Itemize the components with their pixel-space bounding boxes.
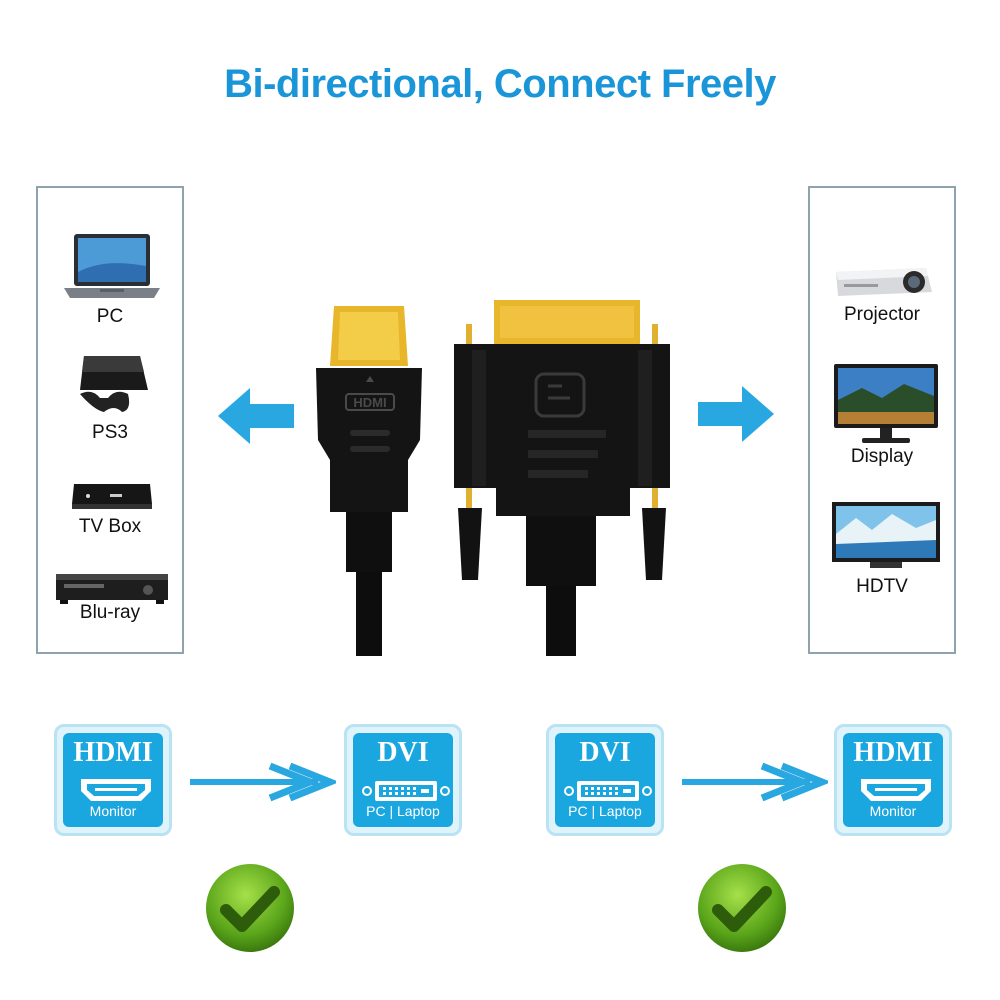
page-title: Bi-directional, Connect Freely <box>224 62 776 106</box>
device-label-ps3: PS3 <box>92 422 128 443</box>
arrow-left-icon <box>218 388 294 444</box>
projector-icon <box>836 268 932 296</box>
dvi-pc-tile: DVI PC | Laptop <box>344 724 462 836</box>
chevron-right-icon <box>760 762 828 802</box>
conversion-arrow-1 <box>190 779 318 785</box>
tile-subtitle: Monitor <box>89 803 137 819</box>
checkmark-icon <box>206 864 294 952</box>
dvi-port-icon <box>362 781 450 801</box>
hdtv-icon <box>832 502 940 568</box>
hdmi-dvi-cable-illustration: HDMI <box>316 300 670 656</box>
dvi-pc-tile-2: DVI PC | Laptop <box>546 724 664 836</box>
hdmi-port-icon <box>81 779 151 801</box>
tile-name: HDMI <box>853 737 933 768</box>
tv-box-icon <box>72 484 152 509</box>
bluray-player-icon <box>56 574 168 604</box>
dvi-port-icon <box>564 781 652 801</box>
device-label-display: Display <box>850 446 914 467</box>
tile-name: DVI <box>579 737 631 768</box>
device-label-tv-box: TV Box <box>78 516 142 537</box>
hdmi-monitor-tile-2: HDMI Monitor <box>834 724 952 836</box>
checkmark-icon <box>698 864 786 952</box>
device-label-bluray: Blu-ray <box>79 602 141 623</box>
laptop-icon <box>64 234 160 298</box>
tile-subtitle: Monitor <box>869 803 917 819</box>
chevron-right-icon <box>268 762 336 802</box>
hdmi-plug-icon: HDMI <box>316 306 422 656</box>
tile-name: HDMI <box>73 737 153 768</box>
arrow-right-icon <box>698 386 774 442</box>
dvi-plug-icon <box>454 300 670 656</box>
conversion-arrow-2 <box>682 779 810 785</box>
device-label-hdtv: HDTV <box>856 576 908 597</box>
tile-subtitle: PC | Laptop <box>568 803 642 819</box>
tile-subtitle: PC | Laptop <box>366 803 440 819</box>
tile-name: DVI <box>377 737 429 768</box>
game-console-icon <box>80 356 148 412</box>
device-label-pc: PC <box>96 306 124 327</box>
source-devices-panel: PC PS3 TV Box Blu-ray <box>36 186 184 654</box>
device-label-projector: Projector <box>843 304 921 325</box>
hdmi-monitor-tile: HDMI Monitor <box>54 724 172 836</box>
monitor-icon <box>834 364 938 443</box>
hdmi-port-icon <box>861 779 931 801</box>
hdmi-plug-logo: HDMI <box>353 395 386 410</box>
display-devices-panel: Projector Display HDTV <box>808 186 956 654</box>
